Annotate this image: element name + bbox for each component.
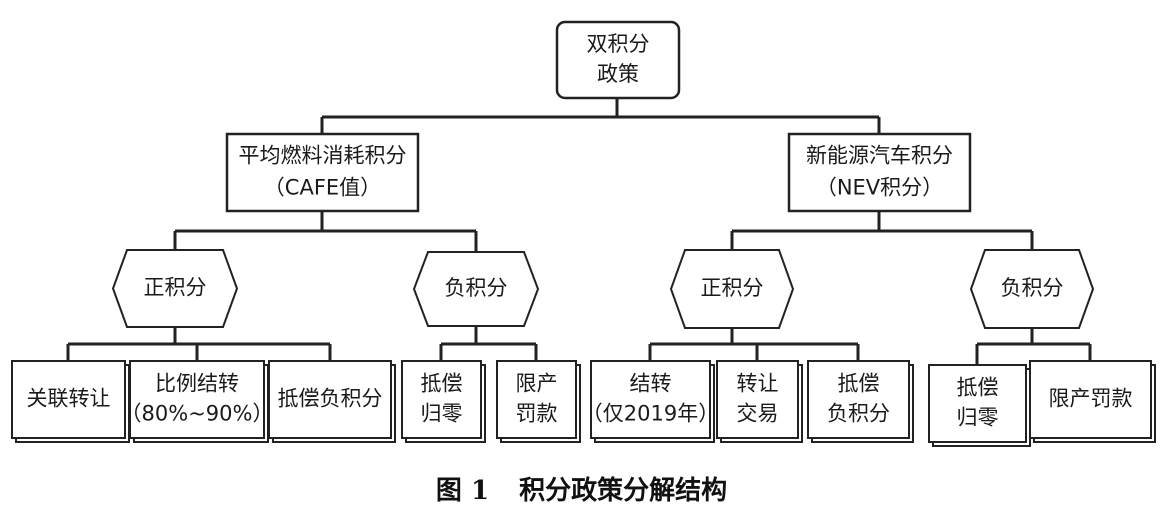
figure-title: 积分政策分解结构	[519, 476, 728, 506]
node-label: 限产	[516, 372, 558, 396]
node-nev-credit: 新能源汽车积分 （NEV积分）	[787, 132, 972, 213]
node-label: 归零	[957, 406, 999, 430]
node-cafe-credit: 平均燃料消耗积分 （CAFE值）	[225, 132, 420, 213]
leaf-production-limit-fine: 限产罚款	[496, 360, 581, 443]
node-label: 比例结转	[155, 372, 239, 396]
figure-number: 图 1	[435, 476, 490, 506]
node-label: 抵偿	[838, 372, 880, 396]
node-cafe-negative-credit: 负积分	[412, 251, 540, 327]
node-nev-positive-credit: 正积分	[669, 249, 795, 329]
node-label: 结转	[630, 372, 672, 396]
node-label: 负积分	[445, 276, 508, 300]
leaf-offset-negative-credit-nev: 抵偿负积分	[807, 360, 914, 443]
node-label: 抵偿负积分	[278, 387, 383, 411]
node-label: 新能源汽车积分	[806, 144, 953, 168]
node-cafe-positive-credit: 正积分	[111, 249, 239, 328]
node-label: 双积分	[587, 32, 650, 56]
node-label: 正积分	[701, 276, 764, 300]
connector-lines	[66, 98, 1092, 365]
leaf-production-limit-fine-nev: 限产罚款	[1029, 360, 1156, 443]
node-label: 负积分	[1001, 276, 1064, 300]
leaf-offset-negative-credit: 抵偿负积分	[268, 360, 396, 443]
node-label: 抵偿	[421, 372, 463, 396]
node-label: （仅2019年）	[582, 402, 719, 426]
node-label: 交易	[737, 402, 779, 426]
node-label: （NEV积分）	[816, 176, 943, 200]
node-label: 抵偿	[957, 376, 999, 400]
leaf-carryover-2019-only: 结转 （仅2019年）	[582, 360, 719, 443]
node-label: 限产罚款	[1049, 387, 1133, 411]
leaf-affiliated-transfer: 关联转让	[11, 360, 130, 443]
figure-caption: 图 1 积分政策分解结构	[0, 470, 1163, 507]
node-label: 转让	[737, 372, 779, 396]
node-label: 负积分	[827, 402, 890, 426]
node-label: 关联转让	[27, 387, 111, 411]
node-label: 归零	[421, 402, 463, 426]
node-nev-negative-credit: 负积分	[969, 249, 1095, 329]
node-label: 政策	[597, 62, 639, 86]
node-label: （80%~90%）	[121, 402, 274, 426]
node-label: 平均燃料消耗积分	[239, 144, 407, 168]
node-label: （CAFE值）	[264, 176, 381, 200]
node-label: 罚款	[516, 402, 558, 426]
node-label: 正积分	[144, 276, 207, 300]
leaf-proportional-carryover: 比例结转 （80%~90%）	[121, 360, 274, 443]
